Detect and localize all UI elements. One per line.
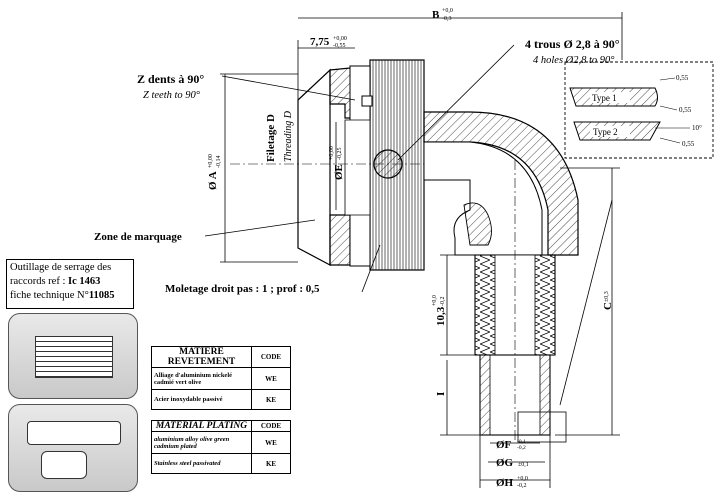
dim-a-tol-lower: -0,14 — [216, 156, 222, 169]
tool-case-open-icon — [8, 404, 138, 492]
dim-f-tol-lower: -0,2 — [517, 445, 526, 451]
knurl-note: Moletage droit pas : 1 ; prof : 0,5 — [165, 283, 320, 295]
tool-case-closed-icon — [8, 313, 138, 399]
dim-e-label: ØE — [333, 164, 345, 180]
threading-label-fr: Filetage D — [265, 114, 277, 162]
wrench-icon — [27, 421, 121, 445]
tooling-note: Outillage de serrage des raccords ref : … — [6, 259, 134, 309]
dim-775-label: 7,75 — [310, 36, 330, 48]
detail-055-c: 0,55 — [682, 140, 695, 148]
materials-en-header-material: MATERIAL PLATING — [151, 420, 252, 432]
dim-103-label: 10,3 — [435, 306, 447, 326]
elbow-body — [423, 111, 579, 443]
dim-h-label: ØH — [496, 477, 514, 489]
dimension-lines — [204, 12, 623, 488]
dim-b-label: B — [432, 9, 440, 21]
materials-fr-row1-material: Alliage d'aluminium nickelé cadmié vert … — [151, 367, 252, 390]
tooling-line1: Outillage de serrage des — [10, 262, 112, 273]
dim-f-label: ØF — [496, 439, 512, 451]
dim-g-label: ØG — [496, 457, 514, 469]
dim-103-tol-upper: +0,0 — [432, 295, 438, 306]
detail-type1-label: Type 1 — [592, 93, 617, 103]
dim-c-tol: ±0,3 — [604, 291, 610, 302]
detail-type2-label: Type 2 — [593, 127, 618, 137]
dim-e-tol-lower: -0,25 — [337, 148, 343, 161]
materials-fr-row2-code: KE — [251, 389, 291, 410]
detail-055-a: 0,55 — [676, 74, 689, 82]
dim-i-label: I — [435, 392, 447, 396]
dim-b-tol-lower: -0,3 — [442, 16, 452, 22]
materials-fr-row2-material: Acier inoxydable passivé — [151, 389, 252, 410]
materials-en-row1-code: WE — [251, 431, 291, 454]
tooling-line3-prefix: fiche technique N° — [10, 290, 89, 301]
dim-h-tol-lower: -0,2 — [517, 483, 527, 489]
tooling-line2-prefix: raccords ref : — [10, 276, 69, 287]
detail-055-b: 0,55 — [679, 106, 692, 114]
dim-h-tol-upper: +0,0 — [517, 476, 528, 482]
materials-fr-header-material: MATIERE REVETEMENT — [151, 346, 252, 368]
materials-fr-row1-code: WE — [251, 367, 291, 390]
materials-en-row2-code: KE — [251, 453, 291, 474]
dim-103-tol-lower: -0,2 — [440, 297, 446, 307]
materials-en-header-code: CODE — [251, 420, 291, 432]
dim-a-label: Ø A — [207, 171, 219, 190]
holes-label-fr: 4 trous Ø 2,8 à 90° — [525, 37, 620, 51]
dim-e-tol-upper: +0,00 — [329, 146, 335, 160]
materials-table-fr: MATIERE REVETEMENT CODE Alliage d'alumin… — [151, 346, 291, 410]
dim-c-label: C — [602, 302, 614, 310]
dim-b-tol-upper: +0,0 — [442, 8, 453, 14]
dim-775-tol-lower: -0,55 — [333, 43, 346, 49]
detail-types — [564, 61, 714, 159]
materials-en-row1-material: aluminium alloy olive green cadmium plat… — [151, 431, 252, 454]
materials-en-row2-material: Stainless steel passivated — [151, 453, 252, 474]
tooling-sheet-number: 11085 — [88, 290, 115, 301]
materials-table-en: MATERIAL PLATING CODE aluminium alloy ol… — [151, 420, 291, 474]
dim-f-tol-upper: -0,1 — [517, 439, 526, 445]
materials-fr-header-code: CODE — [251, 346, 291, 368]
fitting-icon — [41, 451, 87, 479]
tooling-ref: Ic 1463 — [68, 276, 101, 287]
dim-g-tol: ±0,1 — [518, 462, 529, 468]
detail-10deg: 10° — [692, 124, 702, 132]
holes-label-en: 4 holes Ø2,8 to 90° — [533, 55, 615, 66]
dim-a-tol-upper: +0,00 — [208, 154, 214, 168]
tool-case-label-icon — [35, 336, 113, 378]
dim-775-tol-upper: +0,00 — [333, 36, 347, 42]
threading-label-en: Threading D — [283, 110, 294, 162]
teeth-label-en: Z teeth to 90° — [143, 90, 201, 101]
teeth-label-fr: Z dents à 90° — [137, 72, 204, 86]
marking-zone-label: Zone de marquage — [94, 231, 182, 243]
